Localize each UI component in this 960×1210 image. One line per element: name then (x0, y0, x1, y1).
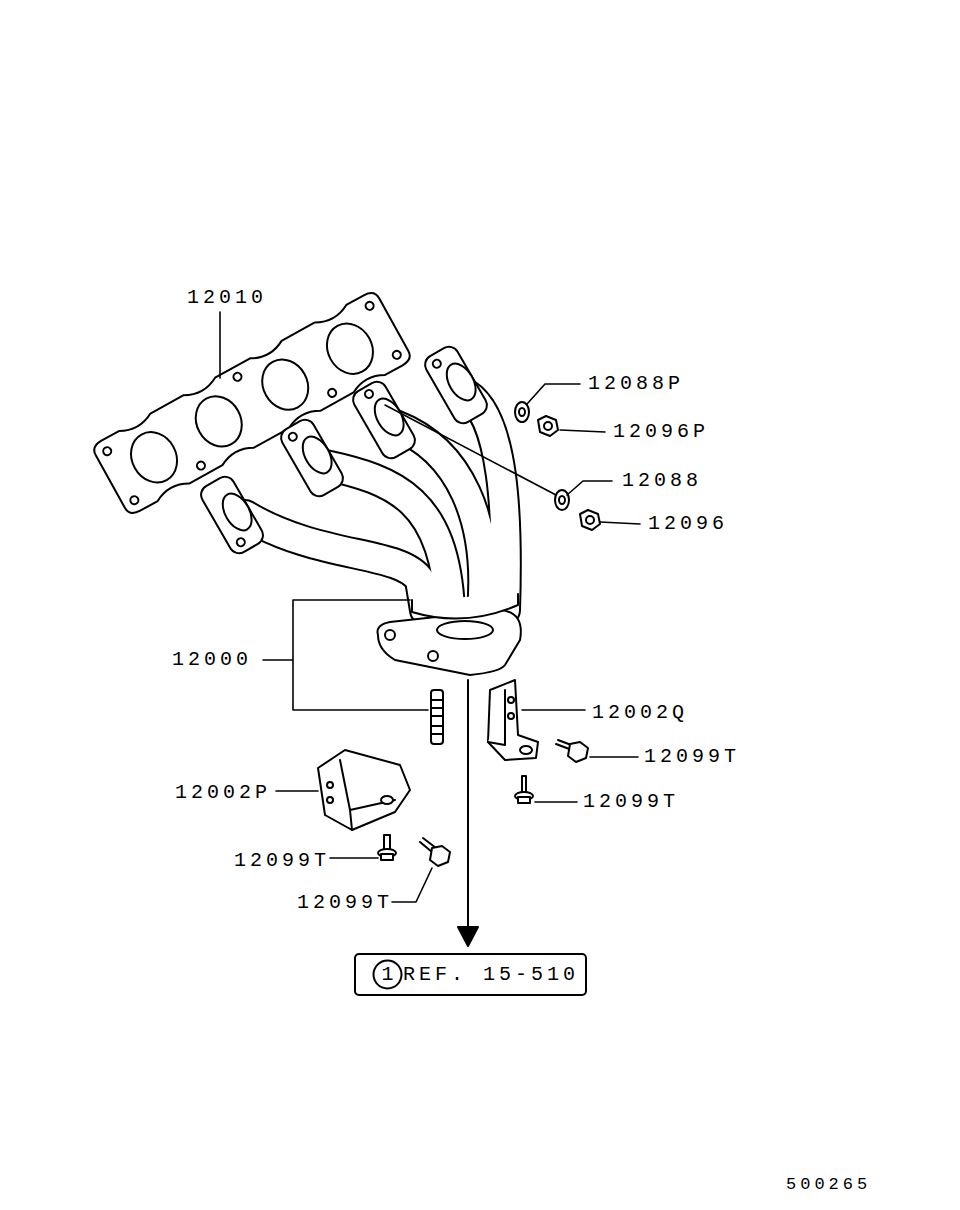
part-number: 12099T (583, 791, 679, 813)
circled-number-text: 1 (381, 964, 393, 986)
leader-lines (220, 312, 640, 902)
part-number: 12002P (175, 782, 271, 804)
bracket (318, 750, 410, 830)
part-number: 12088P (588, 373, 684, 395)
bracket (488, 680, 538, 760)
part-number: 12099T (297, 892, 393, 914)
part-number: 12010 (187, 287, 267, 309)
head-flanges (197, 343, 490, 557)
part-number: 12088 (622, 470, 702, 492)
figure-number: 500265 (786, 1176, 871, 1195)
bolts (378, 740, 588, 866)
part-number: 12002Q (592, 702, 688, 724)
circle-outline (374, 961, 402, 989)
part-number: 12099T (234, 850, 330, 872)
stud (431, 690, 443, 744)
reference-text: REF. 15-510 (403, 964, 579, 986)
part-number: 12000 (172, 649, 252, 671)
collector-flange (378, 594, 521, 675)
reference-box: 1 REF. 15-510 (354, 953, 587, 996)
part-number: 12096P (613, 421, 709, 443)
washers-nuts (515, 402, 600, 530)
part-number: 12096 (648, 513, 728, 535)
circled-number: 1 (372, 959, 403, 990)
reference-arrow (458, 680, 478, 946)
part-number: 12099T (644, 746, 740, 768)
